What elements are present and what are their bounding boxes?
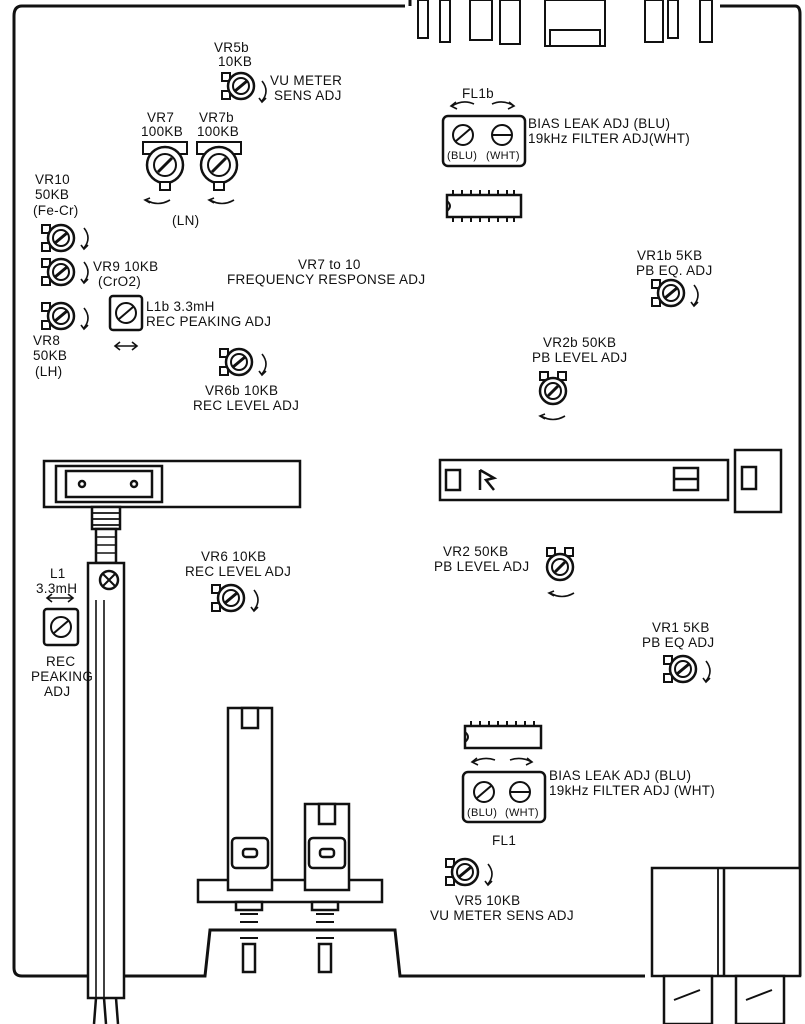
vr9-potentiometer [40,257,76,287]
fl1-blu-label: (BLU) [467,807,498,819]
vr5b-function-label: VU METER [270,73,343,88]
l1-function-label-2: PEAKING [31,669,94,684]
vr1-name-label: VR1 5KB [652,620,710,635]
fl1-function-label-2: 19kHz FILTER ADJ (WHT) [549,783,716,798]
vr1b-function-label: PB EQ. ADJ [636,263,713,278]
vr5b-value-label: 10KB [218,54,253,69]
vr8-type-label: (LH) [35,364,63,379]
vr6-name-label: VR6 10KB [201,549,267,564]
rotation-arrow-icon [484,863,493,886]
vr1-function-label: PB EQ ADJ [642,635,715,650]
vr2b-function-label: PB LEVEL ADJ [532,350,628,365]
rotation-arrow-icon [258,353,267,376]
top-connectors [417,0,713,47]
head-bracket-left [42,459,302,509]
vr2-name-label: VR2 50KB [443,544,509,559]
l1b-coil [108,294,144,351]
vr1b-potentiometer [650,278,686,308]
l1b-name-label: L1b 3.3mH [146,299,215,314]
vr5b-potentiometer [220,71,256,101]
vr7-trimmer [142,141,188,191]
rotation-arrow-icon [144,197,171,205]
vr6b-function-label: REC LEVEL ADJ [193,398,300,413]
vr7b-name-label: VR7b [199,110,234,125]
vr5b-function-label-2: SENS ADJ [274,88,342,103]
l1-function-label: REC [46,654,76,669]
vr1-potentiometer [662,654,698,684]
fl1-arrows [470,757,534,766]
l1-coil [42,593,80,647]
rotation-arrow-icon [80,227,89,250]
l1b-function-label: REC PEAKING ADJ [146,314,272,329]
ln-label: (LN) [172,213,200,228]
rotation-arrow-icon [250,589,259,612]
vr7-value-label: 100KB [141,124,184,139]
ic-chip-top [445,190,523,222]
vr5-name-label: VR5 10KB [455,893,521,908]
vr6-function-label: REC LEVEL ADJ [185,564,292,579]
fl1b-name-label: FL1b [462,86,494,101]
fl1-wht-label: (WHT) [505,807,539,819]
fl1-name-label: FL1 [492,833,517,848]
vr5-potentiometer [444,857,480,887]
head-assembly [196,706,384,974]
vr2b-name-label: VR2b 50KB [543,335,617,350]
ic-chip-bottom [463,721,543,750]
rotation-arrow-icon [258,80,267,103]
vr8-name-label: VR8 [33,333,61,348]
l1-value-label: 3.3mH [36,581,78,596]
rotation-arrow-icon [548,590,575,598]
fl1-function-label: BIAS LEAK ADJ (BLU) [549,768,692,783]
bottom-right-jacks [650,866,802,1024]
vr10-potentiometer [40,223,76,253]
rotation-arrow-icon [80,307,89,330]
vr7b-value-label: 100KB [197,124,240,139]
vr10-name-label: VR10 [35,172,70,187]
rotation-arrow-icon [702,660,711,683]
board-outline [12,0,802,978]
fl1b-filter-block [441,114,527,168]
l1-function-label-3: ADJ [44,684,71,699]
fl1b-function-label-2: 19kHz FILTER ADJ(WHT) [528,131,691,146]
vr7b-trimmer [196,141,242,191]
vr9-name-label: VR9 10KB [93,259,159,274]
head-bracket-right [438,448,783,514]
fl1b-blu-label: (BLU) [447,150,478,162]
vr9-type-label: (CrO2) [98,274,142,289]
fl1b-arrows [449,101,516,110]
fl1b-function-label: BIAS LEAK ADJ (BLU) [528,116,671,131]
lead-screw [86,505,126,1024]
vr7-name-label: VR7 [147,110,175,125]
vr10-type-label: (Fe-Cr) [33,203,79,218]
fl1-filter-block [461,770,547,824]
vr2-potentiometer [545,546,575,582]
rotation-arrow-icon [539,413,566,421]
rotation-arrow-icon [208,197,235,205]
fl1b-wht-label: (WHT) [486,150,520,162]
rotation-arrow-icon [690,284,699,307]
vr2-function-label: PB LEVEL ADJ [434,559,530,574]
vr2b-potentiometer [538,370,568,406]
l1-name-label: L1 [50,566,66,581]
vr8-value-label: 50KB [33,348,68,363]
vr6b-name-label: VR6b 10KB [205,383,279,398]
vr6-potentiometer [210,583,246,613]
vr7-to-10-label: VR7 to 10 [298,257,361,272]
vr5-function-label: VU METER SENS ADJ [430,908,574,923]
frequency-response-label: FREQUENCY RESPONSE ADJ [227,272,426,287]
vr5b-name-label: VR5b [214,40,249,55]
vr8-potentiometer [40,301,76,331]
vr1b-name-label: VR1b 5KB [637,248,703,263]
vr6b-potentiometer [218,347,254,377]
vr10-value-label: 50KB [35,187,70,202]
rotation-arrow-icon [80,261,89,284]
